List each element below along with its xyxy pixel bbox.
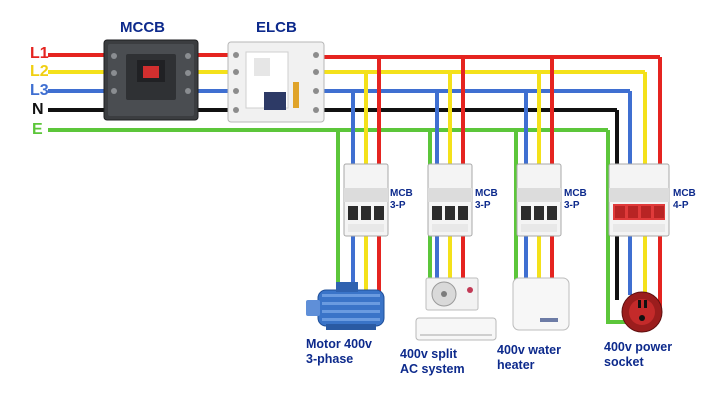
mcb-2-label: MCB 3-P [475,188,498,212]
power-socket-icon [621,291,663,333]
elcb-label: ELCB [256,19,297,36]
line-label-n: N [32,101,44,118]
mcb-1-label: MCB 3-P [390,188,413,212]
mcb-4-name: MCB [673,188,696,199]
ac-label-line2: AC system [400,362,465,376]
socket-label-line1: 400v power [604,340,673,354]
mccb-label: MCCB [120,19,165,36]
mcb-3-device [516,163,562,237]
mcb-1-name: MCB [390,188,413,199]
mcb-2-name: MCB [475,188,498,199]
mcb-2-poles: 3-P [475,200,491,211]
line-label-l3: L3 [30,82,49,99]
line-label-l2: L2 [30,63,49,80]
mcb-1-poles: 3-P [390,200,406,211]
mcb-4-device [608,163,670,237]
water-heater-label: 400v water heater [497,343,561,373]
mcb-3-label: MCB 3-P [564,188,587,212]
mcb-feeds [351,57,662,165]
motor-label-line2: 3-phase [306,352,354,366]
mcb-2-device [427,163,473,237]
mcb-3-name: MCB [564,188,587,199]
mccb-toggle [143,66,159,78]
mcb-1-device [343,163,389,237]
motor-icon [306,282,385,330]
socket-label-line2: socket [604,355,644,369]
elcb-device [227,41,325,123]
water-heater-label-line2: heater [497,358,535,372]
load-wires [345,235,662,310]
motor-label: Motor 400v 3-phase [306,337,372,367]
ac-unit-icon [415,277,497,341]
mcb-4-label: MCB 4-P [673,188,696,212]
mccb-device [103,39,199,121]
line-label-l1: L1 [30,45,49,62]
water-heater-icon [512,277,570,331]
ac-label-line1: 400v split [400,347,457,361]
motor-label-line1: Motor 400v [306,337,372,351]
socket-label: 400v power socket [604,340,672,370]
ac-label: 400v split AC system [400,347,465,377]
mcb-3-poles: 3-P [564,200,580,211]
water-heater-label-line1: 400v water [497,343,561,357]
line-label-e: E [32,121,43,138]
mcb-4-poles: 4-P [673,200,689,211]
